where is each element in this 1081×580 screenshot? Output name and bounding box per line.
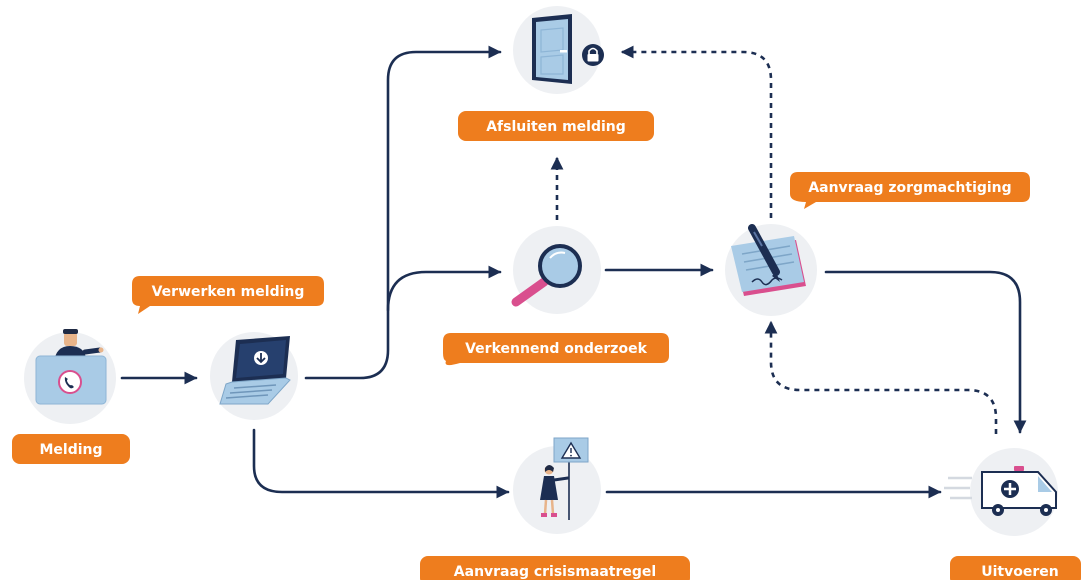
pen-document-icon bbox=[731, 224, 806, 296]
label-verkennend-onderzoek: Verkennend onderzoek bbox=[443, 333, 669, 366]
label-aanvraag-zorgmachtiging-text: Aanvraag zorgmachtiging bbox=[808, 180, 1011, 196]
arrow-verwerken-to-afsluiten bbox=[304, 45, 502, 380]
label-melding: Melding bbox=[12, 434, 130, 464]
label-uitvoeren: Uitvoeren bbox=[950, 556, 1081, 580]
person-laptop-phone-icon bbox=[35, 329, 107, 405]
label-verkennend-onderzoek-text: Verkennend onderzoek bbox=[465, 341, 647, 357]
door-lock-icon bbox=[532, 14, 604, 84]
label-verwerken-melding-text: Verwerken melding bbox=[152, 284, 305, 300]
label-afsluiten-melding-text: Afsluiten melding bbox=[486, 119, 626, 135]
label-uitvoeren-text: Uitvoeren bbox=[981, 564, 1058, 580]
node-aanvraag-crisismaatregel bbox=[513, 437, 601, 534]
arrow-zorgmachtiging-to-uitvoeren bbox=[824, 270, 1027, 434]
label-melding-text: Melding bbox=[39, 442, 102, 458]
laptop-download-icon bbox=[219, 336, 291, 405]
label-verwerken-melding: Verwerken melding bbox=[132, 276, 324, 314]
magnifier-icon bbox=[511, 244, 582, 307]
arrow-zorgmachtiging-to-afsluiten bbox=[620, 45, 773, 218]
node-afsluiten-melding bbox=[513, 6, 604, 94]
ambulance-icon bbox=[944, 466, 1057, 516]
node-verwerken-melding bbox=[210, 332, 298, 420]
node-melding bbox=[24, 329, 116, 424]
connectors bbox=[120, 45, 1027, 499]
label-afsluiten-melding: Afsluiten melding bbox=[458, 111, 654, 141]
label-aanvraag-crisismaatregel: Aanvraag crisismaatregel bbox=[420, 556, 690, 580]
woman-warning-sign-icon bbox=[540, 437, 589, 520]
arrow-uitvoeren-to-zorgmachtiging bbox=[764, 320, 998, 434]
node-uitvoeren bbox=[944, 448, 1058, 536]
arrow-verwerken-to-crisis bbox=[252, 428, 510, 499]
label-aanvraag-crisismaatregel-text: Aanvraag crisismaatregel bbox=[454, 564, 656, 580]
node-aanvraag-zorgmachtiging bbox=[725, 224, 817, 316]
label-aanvraag-zorgmachtiging: Aanvraag zorgmachtiging bbox=[790, 172, 1030, 209]
node-verkennend-onderzoek bbox=[511, 226, 601, 314]
arrow-verwerken-to-onderzoek bbox=[386, 265, 502, 312]
